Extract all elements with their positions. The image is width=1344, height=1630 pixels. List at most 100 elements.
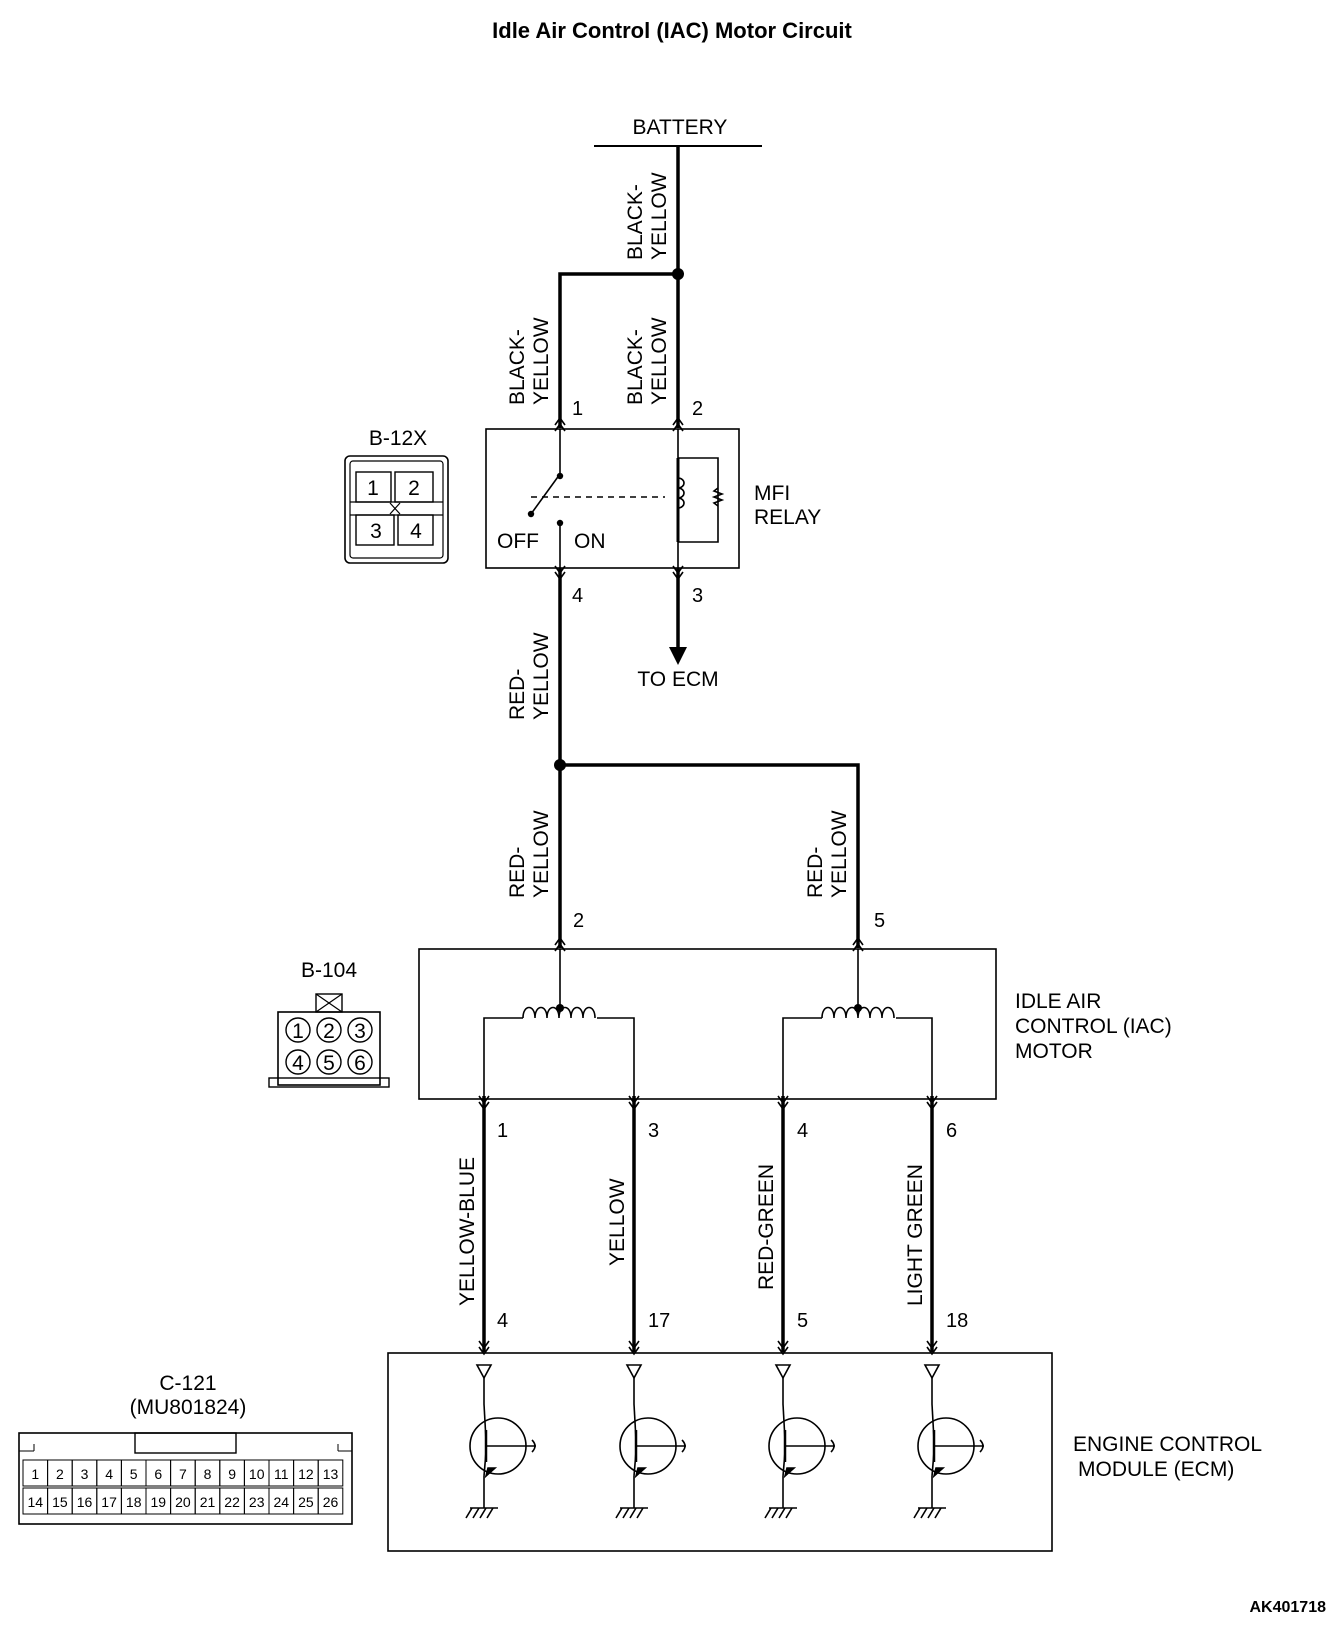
connector-cell-label: 21 (200, 1494, 216, 1510)
mfi-relay-label-2: RELAY (754, 506, 821, 529)
relay-pin-3: 3 (692, 585, 703, 607)
wire-label-red-green: RED-GREEN (755, 1164, 778, 1290)
to-ecm-label: TO ECM (637, 668, 718, 691)
mfi-relay-box (485, 428, 740, 569)
connector-cell-label: 12 (298, 1466, 314, 1482)
figure-code: AK401718 (1250, 1599, 1327, 1616)
ecm-pin-18: 18 (946, 1310, 968, 1332)
switch-contact (556, 519, 564, 527)
iac-connector-label: B-104 (301, 959, 357, 982)
relay-conn-pin: 2 (408, 477, 420, 500)
connector-cell-label: 20 (175, 1494, 191, 1510)
iac-motor-label-2: CONTROL (IAC) (1015, 1015, 1172, 1038)
connector-cell-label: 4 (105, 1466, 113, 1482)
ecm-pin-17: 17 (648, 1310, 670, 1332)
ecm-connector-icon (18, 1432, 353, 1525)
connector-cell-label: 16 (77, 1494, 93, 1510)
connector-cell-label: 18 (126, 1494, 142, 1510)
ecm-connector-label: C-121 (159, 1372, 216, 1395)
connector-cell (317, 1487, 344, 1515)
coil-tap (854, 1004, 862, 1012)
iac-conn-pin: 3 (354, 1020, 366, 1043)
ecm-pin-5: 5 (797, 1310, 808, 1332)
transistor-icon (465, 1364, 536, 1519)
connector-cell-label: 7 (179, 1466, 187, 1482)
wire-label-relayout-2: YELLOW (530, 632, 553, 720)
connector-cell-label: 24 (274, 1494, 290, 1510)
iac-motor-label-3: MOTOR (1015, 1040, 1093, 1063)
wire-label-yellow-blue: YELLOW-BLUE (456, 1157, 479, 1306)
wire-label-yellow: YELLOW (606, 1178, 629, 1266)
coil-tap (556, 1004, 564, 1012)
iac-pin-1: 1 (497, 1120, 508, 1142)
connector-cell-label: 9 (228, 1466, 236, 1482)
switch-contact (556, 472, 564, 480)
wire-label-battery-1: BLACK- (624, 184, 647, 260)
connector-cell-label: 3 (81, 1466, 89, 1482)
to-ecm-arrow (669, 647, 687, 665)
relay-conn-pin: 1 (367, 477, 379, 500)
iac-pin-5: 5 (874, 910, 885, 932)
connector-cell (317, 1459, 344, 1487)
power-wires (558, 146, 860, 948)
connector-cell-label: 17 (101, 1494, 117, 1510)
wire-label-battery-2: YELLOW (648, 172, 671, 260)
iac-pin-4: 4 (797, 1120, 808, 1142)
iac-conn-pin: 6 (354, 1052, 366, 1075)
relay-conn-pin: 4 (410, 520, 422, 543)
ecm-connector-part: (MU801824) (130, 1396, 247, 1419)
iac-conn-pin: 4 (292, 1052, 304, 1075)
connector-cell-label: 10 (249, 1466, 265, 1482)
ecm-transistors (465, 1364, 984, 1519)
wire-label-iac2-1: RED- (506, 847, 529, 898)
ecm-box (387, 1352, 1053, 1552)
wire-label-iac2-2: YELLOW (530, 810, 553, 898)
switch-contact (527, 510, 535, 518)
junction-dot (672, 268, 684, 280)
signal-wires (482, 1096, 934, 1352)
connector-cell-label: 1 (31, 1466, 39, 1482)
connector-cell-label: 5 (130, 1466, 138, 1482)
connector-cell-label: 14 (28, 1494, 44, 1510)
connector-cell-label: 26 (323, 1494, 339, 1510)
battery-label: BATTERY (633, 116, 728, 139)
connector-cell-label: 23 (249, 1494, 265, 1510)
relay-connector-icon (344, 455, 449, 564)
connector-cell-label: 25 (298, 1494, 314, 1510)
connector-cell-label: 6 (154, 1466, 162, 1482)
iac-pin-6: 6 (946, 1120, 957, 1142)
relay-conn-pin: 3 (370, 520, 382, 543)
ecm-label-1: ENGINE CONTROL (1073, 1433, 1262, 1456)
iac-connector-icon (268, 993, 390, 1088)
connector-cell-label: 2 (56, 1466, 64, 1482)
wire-label-relayout-1: RED- (506, 669, 529, 720)
connector-cell-label: 22 (224, 1494, 240, 1510)
junction-dot (554, 759, 566, 771)
iac-motor-box (418, 948, 997, 1100)
wire-label-light-green: LIGHT GREEN (904, 1164, 927, 1306)
transistor-icon (764, 1364, 835, 1519)
relay-pin-2: 2 (692, 398, 703, 420)
relay-pin-4: 4 (572, 585, 583, 607)
transistor-icon (615, 1364, 686, 1519)
relay-connector-label: B-12X (369, 427, 427, 450)
connector-cell-label: 15 (52, 1494, 68, 1510)
wire-label-relay1-1: BLACK- (506, 329, 529, 405)
relay-internals (530, 429, 725, 568)
ecm-pin-4: 4 (497, 1310, 508, 1332)
wire-label-relay2-2: YELLOW (648, 317, 671, 405)
iac-motor-label-1: IDLE AIR (1015, 990, 1101, 1013)
wire-label-iac5-2: YELLOW (828, 810, 851, 898)
connector-cell-label: 19 (151, 1494, 167, 1510)
relay-pin-1: 1 (572, 398, 583, 420)
ecm-label-2: MODULE (ECM) (1078, 1458, 1234, 1481)
diagram-title: Idle Air Control (IAC) Motor Circuit (492, 18, 852, 43)
wire-label-relay1-2: YELLOW (530, 317, 553, 405)
switch-off-label: OFF (497, 530, 539, 553)
transistor-icon (913, 1364, 984, 1519)
iac-coils (483, 949, 933, 1096)
iac-conn-pin: 1 (292, 1020, 304, 1043)
iac-conn-pin: 2 (323, 1020, 335, 1043)
